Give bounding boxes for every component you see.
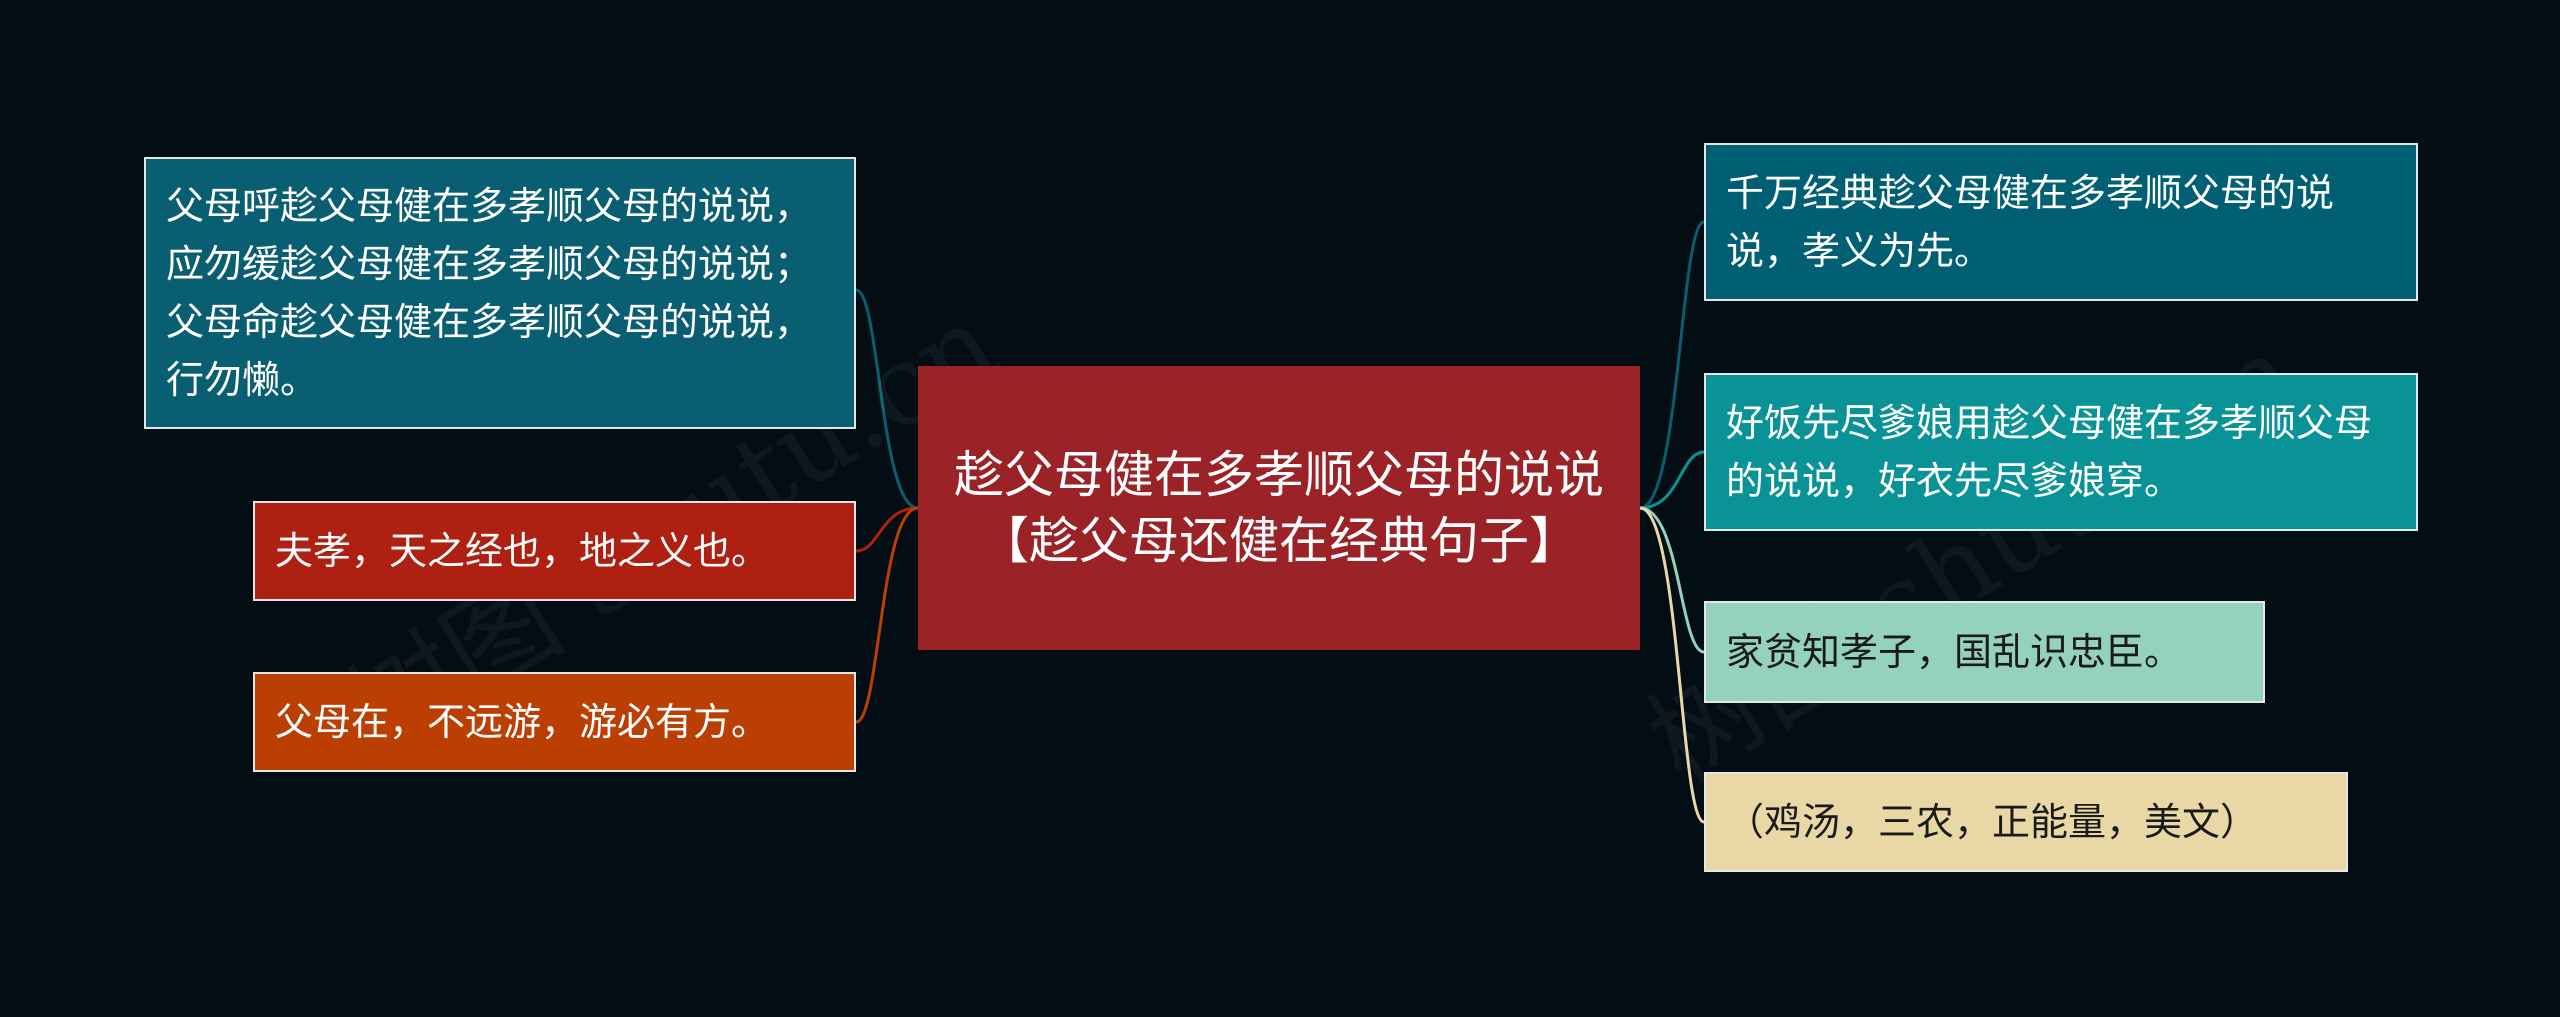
topic-label: 夫孝，天之经也，地之义也。 bbox=[275, 529, 770, 573]
topic-label: （鸡汤，三农，正能量，美文） bbox=[1726, 800, 2259, 844]
topic-left-3[interactable]: 父母在，不远游，游必有方。 bbox=[253, 672, 856, 772]
connector-right-2 bbox=[1639, 450, 1705, 510]
topic-label: 父母在，不远游，游必有方。 bbox=[275, 700, 770, 744]
topic-right-3[interactable]: 家贫知孝子，国乱识忠臣。 bbox=[1704, 601, 2265, 703]
topic-left-1[interactable]: 父母呼趁父母健在多孝顺父母的说说，应勿缓趁父母健在多孝顺父母的说说；父母命趁父母… bbox=[144, 157, 856, 429]
connector-left-3 bbox=[855, 506, 919, 724]
topic-label: 父母呼趁父母健在多孝顺父母的说说，应勿缓趁父母健在多孝顺父母的说说；父母命趁父母… bbox=[166, 184, 813, 402]
topic-label: 千万经典趁父母健在多孝顺父母的说说，孝义为先。 bbox=[1726, 171, 2335, 273]
topic-right-4[interactable]: （鸡汤，三农，正能量，美文） bbox=[1704, 772, 2348, 872]
connector-left-2 bbox=[855, 506, 919, 553]
topic-label: 家贫知孝子，国乱识忠臣。 bbox=[1726, 630, 2183, 674]
connector-left-1 bbox=[855, 288, 919, 510]
connector-right-3 bbox=[1639, 506, 1705, 654]
topic-label: 好饭先尽爹娘用趁父母健在多孝顺父母的说说，好衣先尽爹娘穿。 bbox=[1726, 401, 2373, 503]
topic-right-1[interactable]: 千万经典趁父母健在多孝顺父母的说说，孝义为先。 bbox=[1704, 143, 2418, 301]
connector-right-1 bbox=[1639, 220, 1705, 510]
root-topic-label: 趁父母健在多孝顺父母的说说【趁父母还健在经典句子】 bbox=[954, 446, 1604, 570]
topic-right-2[interactable]: 好饭先尽爹娘用趁父母健在多孝顺父母的说说，好衣先尽爹娘穿。 bbox=[1704, 373, 2418, 531]
connector-right-4 bbox=[1639, 506, 1705, 824]
root-topic[interactable]: 趁父母健在多孝顺父母的说说【趁父母还健在经典句子】 bbox=[918, 366, 1640, 650]
topic-left-2[interactable]: 夫孝，天之经也，地之义也。 bbox=[253, 501, 856, 601]
